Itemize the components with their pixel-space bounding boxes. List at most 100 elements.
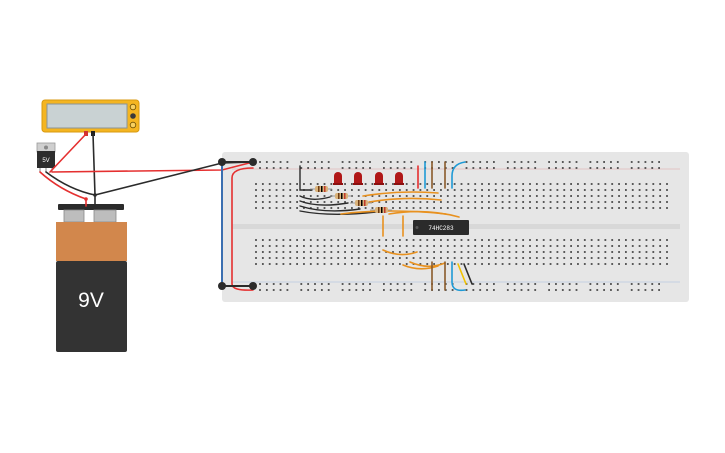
breadboard-hole[interactable] xyxy=(618,207,620,209)
wire-rail-red[interactable] xyxy=(231,167,254,291)
breadboard-hole[interactable] xyxy=(371,183,374,185)
breadboard-hole[interactable] xyxy=(433,257,435,259)
breadboard-hole[interactable] xyxy=(652,257,655,259)
breadboard-hole[interactable] xyxy=(611,251,614,253)
breadboard-hole[interactable] xyxy=(385,201,388,203)
breadboard-hole[interactable] xyxy=(506,167,509,169)
breadboard-hole[interactable] xyxy=(479,289,482,291)
breadboard-hole[interactable] xyxy=(625,251,627,253)
breadboard-hole[interactable] xyxy=(508,201,511,203)
breadboard-hole[interactable] xyxy=(460,239,463,241)
breadboard-hole[interactable] xyxy=(330,189,333,191)
breadboard-hole[interactable] xyxy=(481,251,483,253)
battery-terminal-positive[interactable] xyxy=(63,209,85,223)
breadboard-hole[interactable] xyxy=(309,245,312,247)
breadboard-hole[interactable] xyxy=(392,257,394,259)
breadboard-hole[interactable] xyxy=(323,183,326,185)
breadboard-hole[interactable] xyxy=(337,239,340,241)
breadboard-hole[interactable] xyxy=(275,183,278,185)
breadboard-hole[interactable] xyxy=(577,207,579,209)
breadboard-hole[interactable] xyxy=(542,183,545,185)
breadboard-hole[interactable] xyxy=(272,167,275,169)
breadboard-hole[interactable] xyxy=(494,183,497,185)
breadboard-hole[interactable] xyxy=(433,201,435,203)
breadboard-hole[interactable] xyxy=(645,263,648,265)
breadboard-hole[interactable] xyxy=(486,289,488,291)
breadboard-hole[interactable] xyxy=(577,245,579,247)
breadboard-hole[interactable] xyxy=(522,183,525,185)
breadboard-hole[interactable] xyxy=(501,201,504,203)
breadboard-hole[interactable] xyxy=(261,257,264,259)
breadboard-hole[interactable] xyxy=(327,283,330,285)
breadboard-hole[interactable] xyxy=(481,183,483,185)
breadboard-hole[interactable] xyxy=(616,283,619,285)
breadboard-hole[interactable] xyxy=(389,283,392,285)
breadboard-hole[interactable] xyxy=(645,245,648,247)
breadboard-hole[interactable] xyxy=(597,263,600,265)
breadboard-hole[interactable] xyxy=(563,263,566,265)
breadboard-hole[interactable] xyxy=(282,189,285,191)
breadboard-hole[interactable] xyxy=(341,283,344,285)
breadboard-hole[interactable] xyxy=(467,207,470,209)
breadboard-hole[interactable] xyxy=(493,283,495,285)
wire-orange-2[interactable] xyxy=(368,197,442,203)
breadboard-hole[interactable] xyxy=(465,167,468,169)
breadboard-hole[interactable] xyxy=(527,283,530,285)
breadboard-hole[interactable] xyxy=(320,161,323,163)
breadboard-hole[interactable] xyxy=(320,167,323,169)
breadboard-hole[interactable] xyxy=(300,289,303,291)
breadboard-hole[interactable] xyxy=(638,263,641,265)
breadboard-hole[interactable] xyxy=(513,289,516,291)
breadboard-hole[interactable] xyxy=(625,189,627,191)
breadboard-hole[interactable] xyxy=(549,201,552,203)
breadboard-hole[interactable] xyxy=(604,201,607,203)
breadboard-hole[interactable] xyxy=(255,239,257,241)
breadboard-hole[interactable] xyxy=(327,289,330,291)
breadboard-hole[interactable] xyxy=(330,183,333,185)
breadboard-hole[interactable] xyxy=(303,245,305,247)
breadboard-hole[interactable] xyxy=(522,257,525,259)
led-icon[interactable] xyxy=(353,172,363,185)
breadboard-hole[interactable] xyxy=(398,239,401,241)
breadboard-hole[interactable] xyxy=(520,289,523,291)
breadboard-hole[interactable] xyxy=(535,189,538,191)
breadboard-hole[interactable] xyxy=(364,263,367,265)
breadboard-hole[interactable] xyxy=(508,245,511,247)
breadboard-hole[interactable] xyxy=(303,195,305,197)
breadboard-hole[interactable] xyxy=(460,245,463,247)
breadboard-hole[interactable] xyxy=(508,183,511,185)
wire-yellow-bot[interactable] xyxy=(457,263,467,285)
breadboard-hole[interactable] xyxy=(494,239,497,241)
breadboard-hole[interactable] xyxy=(405,195,408,197)
breadboard-hole[interactable] xyxy=(618,183,620,185)
wire-endpoint-4[interactable] xyxy=(249,282,257,290)
breadboard-hole[interactable] xyxy=(460,207,463,209)
breadboard-hole[interactable] xyxy=(520,167,523,169)
breadboard-hole[interactable] xyxy=(577,239,579,241)
breadboard-hole[interactable] xyxy=(583,245,586,247)
breadboard-hole[interactable] xyxy=(549,195,552,197)
breadboard-hole[interactable] xyxy=(645,239,648,241)
breadboard-hole[interactable] xyxy=(603,167,605,169)
breadboard-hole[interactable] xyxy=(268,195,271,197)
breadboard-hole[interactable] xyxy=(405,239,408,241)
breadboard-hole[interactable] xyxy=(637,167,640,169)
breadboard-hole[interactable] xyxy=(419,263,422,265)
breadboard-hole[interactable] xyxy=(275,189,278,191)
breadboard-hole[interactable] xyxy=(362,161,365,163)
breadboard-hole[interactable] xyxy=(474,183,477,185)
breadboard-hole[interactable] xyxy=(549,263,552,265)
breadboard-hole[interactable] xyxy=(261,263,264,265)
breadboard-hole[interactable] xyxy=(522,207,525,209)
breadboard-hole[interactable] xyxy=(596,161,599,163)
breadboard-hole[interactable] xyxy=(522,201,525,203)
breadboard-hole[interactable] xyxy=(549,189,552,191)
breadboard-hole[interactable] xyxy=(488,239,490,241)
breadboard-hole[interactable] xyxy=(316,245,319,247)
breadboard-hole[interactable] xyxy=(501,251,504,253)
breadboard-hole[interactable] xyxy=(644,289,647,291)
wire-gnd-3[interactable] xyxy=(299,205,361,212)
breadboard-hole[interactable] xyxy=(638,245,641,247)
breadboard-hole[interactable] xyxy=(351,239,353,241)
breadboard-hole[interactable] xyxy=(460,195,463,197)
